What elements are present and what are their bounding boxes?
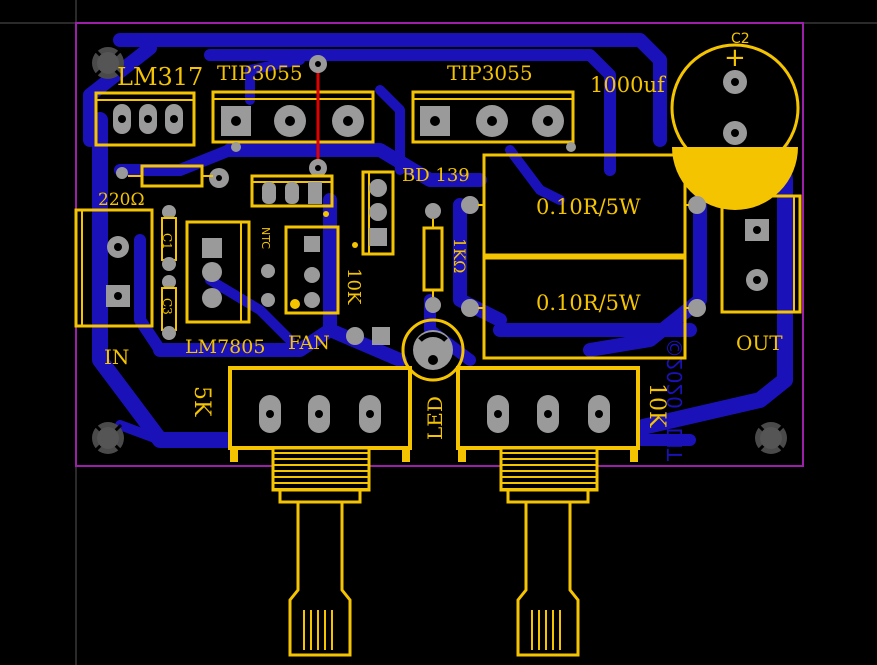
tip3055-left-label: TIP3055	[217, 61, 303, 85]
mounting-hole-top-left	[92, 47, 124, 79]
ntc-label: NTC	[259, 227, 272, 249]
capacitor-c1: C1	[160, 205, 177, 271]
copper-layer	[83, 33, 793, 448]
lm317-label: LM317	[117, 63, 203, 91]
copper-trace-n	[505, 145, 565, 205]
input-terminal: IN	[74, 208, 154, 369]
res-bottom-label: 0.10R/5W	[536, 291, 641, 315]
fan-connector: FAN 10K	[284, 225, 364, 354]
capacitor-c3: C3	[160, 275, 177, 340]
r10k-small-label: 10K	[343, 268, 364, 305]
output-label: OUT	[736, 331, 783, 355]
bd139-transistor: BD 139	[352, 165, 470, 256]
pad-pair-led	[346, 327, 390, 345]
copper-trace-m	[375, 85, 405, 175]
bd139-label: BD 139	[402, 165, 470, 186]
small-transistor-header	[250, 174, 334, 217]
c2-label: C2	[731, 31, 750, 47]
tip3055-left-transistor: TIP3055	[211, 61, 375, 144]
power-resistor-bottom: 0.10R/5W	[461, 256, 706, 360]
tip3055-right-transistor: TIP3055	[411, 61, 575, 144]
mounting-hole-bottom-left	[92, 422, 124, 454]
input-label: IN	[104, 345, 129, 369]
copper-trace-e	[153, 323, 337, 357]
pot-5k-label: 5K	[189, 386, 214, 417]
copper-trace-k	[134, 234, 166, 356]
copper-mid-bus	[204, 49, 616, 176]
c3-label: C3	[160, 298, 174, 315]
jumper-wire	[309, 55, 327, 177]
lm317-outline	[94, 91, 196, 147]
fan-label: FAN	[288, 332, 330, 354]
copper-top-bus	[113, 33, 667, 147]
res-top-label: 0.10R/5W	[536, 195, 641, 219]
copper-trace-f	[453, 198, 507, 327]
led-label: LED	[423, 396, 447, 440]
lm317-regulator: LM317	[94, 63, 203, 147]
mounting-hole-bottom-right	[755, 422, 787, 454]
lm7805-label: LM7805	[185, 336, 265, 358]
power-resistor-top: 0.10R/5W	[461, 153, 706, 257]
tip3055-right-outline	[411, 90, 575, 144]
misc-pads	[231, 142, 576, 152]
pot-10k-label: 10K	[644, 383, 669, 428]
potentiometer-5k[interactable]: 5K	[189, 366, 412, 657]
lm7805-regulator: LM7805	[185, 220, 265, 358]
led-indicator: LED	[401, 318, 465, 440]
copper-trace-h	[583, 193, 707, 357]
copper-trace-l	[245, 55, 305, 105]
output-terminal: OUT	[720, 194, 802, 355]
tip3055-right-label: TIP3055	[447, 61, 533, 85]
c2-value-label: 1000uf	[590, 73, 667, 97]
resistor-1k: 1KΩ	[422, 203, 469, 313]
ntc-thermistor: NTC	[259, 227, 275, 307]
tip3055-left-outline	[211, 90, 375, 144]
potentiometer-10k[interactable]: 10K	[456, 366, 669, 657]
copper-trace-p	[205, 275, 295, 345]
mounting-holes	[92, 47, 787, 454]
copper-trace-q	[115, 420, 165, 445]
resistor-220: 220Ω	[98, 164, 229, 210]
copper-trace-c	[114, 144, 236, 176]
c1-label: C1	[160, 233, 174, 250]
r1k-label: 1KΩ	[450, 238, 469, 273]
capacitor-c2: + C2 1000uf	[590, 31, 800, 210]
c2-plus-mark: +	[724, 43, 746, 73]
r220-label: 220Ω	[98, 190, 145, 210]
copper-trace-a	[83, 41, 157, 147]
